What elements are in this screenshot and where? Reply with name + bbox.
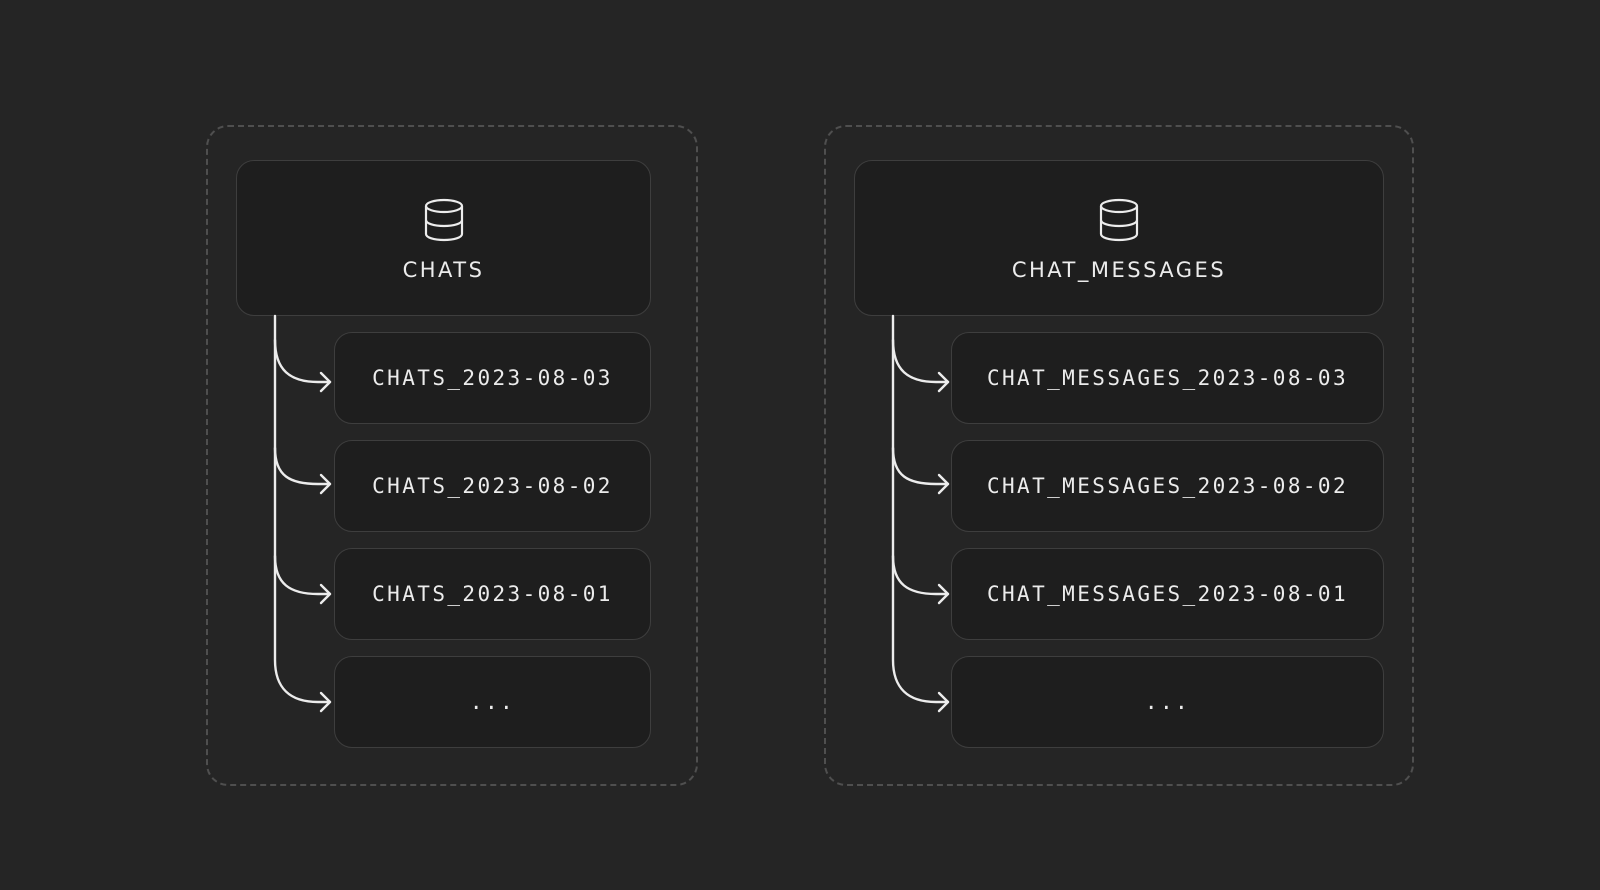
chat-messages-partition-2023-08-01: CHAT_MESSAGES_2023-08-01 bbox=[951, 548, 1384, 640]
database-icon bbox=[1099, 198, 1139, 242]
chat-messages-partition-more: ... bbox=[951, 656, 1384, 748]
chats-partition-2023-08-03: CHATS_2023-08-03 bbox=[334, 332, 651, 424]
chats-table-header: CHATS bbox=[236, 160, 651, 316]
chat-messages-partition-2023-08-02: CHAT_MESSAGES_2023-08-02 bbox=[951, 440, 1384, 532]
chat-messages-partition-2023-08-03: CHAT_MESSAGES_2023-08-03 bbox=[951, 332, 1384, 424]
chat-messages-table-title: CHAT_MESSAGES bbox=[1011, 258, 1227, 282]
chats-table-title: CHATS bbox=[402, 258, 485, 282]
chat-messages-table-header: CHAT_MESSAGES bbox=[854, 160, 1384, 316]
database-icon bbox=[424, 198, 463, 242]
chats-group-container bbox=[206, 125, 698, 786]
chats-partition-more: ... bbox=[334, 656, 651, 748]
chat-messages-group-container bbox=[824, 125, 1414, 786]
chats-partition-2023-08-01: CHATS_2023-08-01 bbox=[334, 548, 651, 640]
chats-partition-2023-08-02: CHATS_2023-08-02 bbox=[334, 440, 651, 532]
